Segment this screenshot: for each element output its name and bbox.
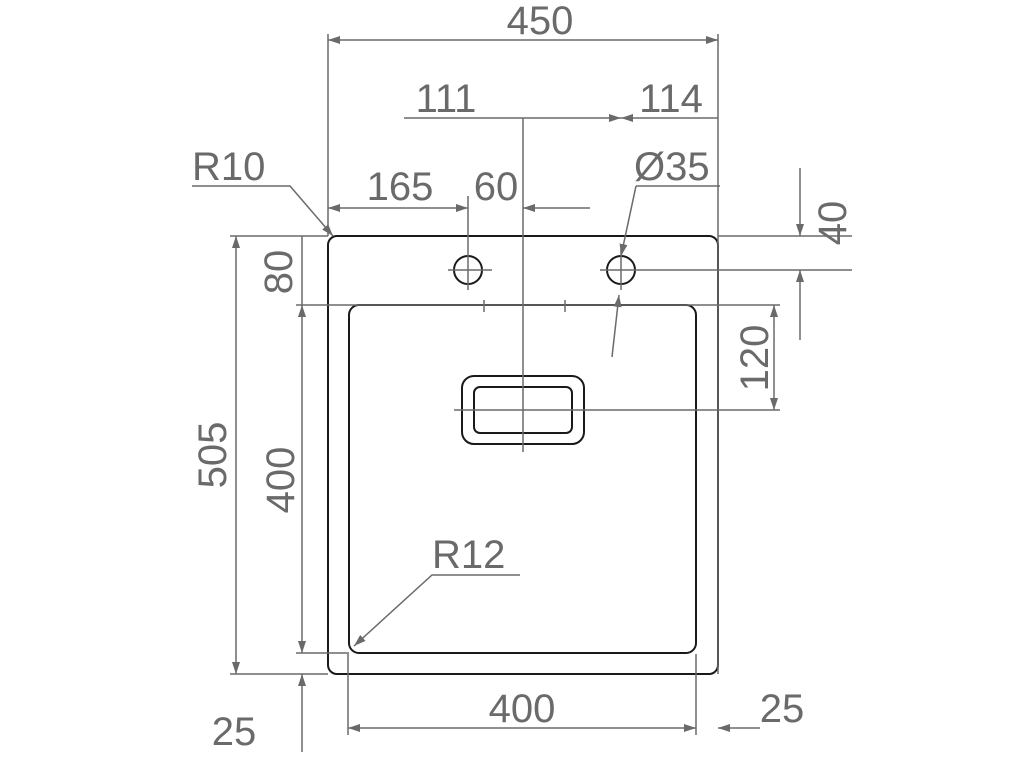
label-bowl-width: 400: [489, 687, 556, 731]
label-drain-from-bowl-top: 120: [733, 325, 777, 392]
label-right-margin: 25: [760, 687, 805, 731]
label-corner-outer-radius: R10: [192, 145, 265, 189]
label-tap-hole-diameter: Ø35: [634, 145, 710, 189]
label-tap-hole-spacing: 60: [474, 165, 519, 209]
leader-lines: [192, 185, 720, 647]
label-right-to-drain: 114: [639, 77, 703, 121]
label-tap-hole-offset: 165: [367, 165, 434, 209]
extension-lines: [230, 34, 852, 735]
center-lines: [448, 118, 650, 452]
label-left-to-drain: 111: [416, 77, 477, 121]
label-overall-width: 450: [507, 0, 574, 43]
label-bowl-from-top: 80: [257, 250, 301, 295]
label-left-margin: 25: [212, 710, 257, 754]
dimension-lines: [232, 36, 804, 752]
label-overall-depth: 505: [191, 422, 235, 489]
dimension-labels: 450 111 114 R10 165 60 Ø35 40 80 120 505…: [191, 0, 855, 754]
label-bowl-depth: 400: [259, 447, 303, 514]
label-tap-hole-from-top: 40: [811, 201, 855, 246]
label-corner-inner-radius: R12: [432, 533, 505, 577]
